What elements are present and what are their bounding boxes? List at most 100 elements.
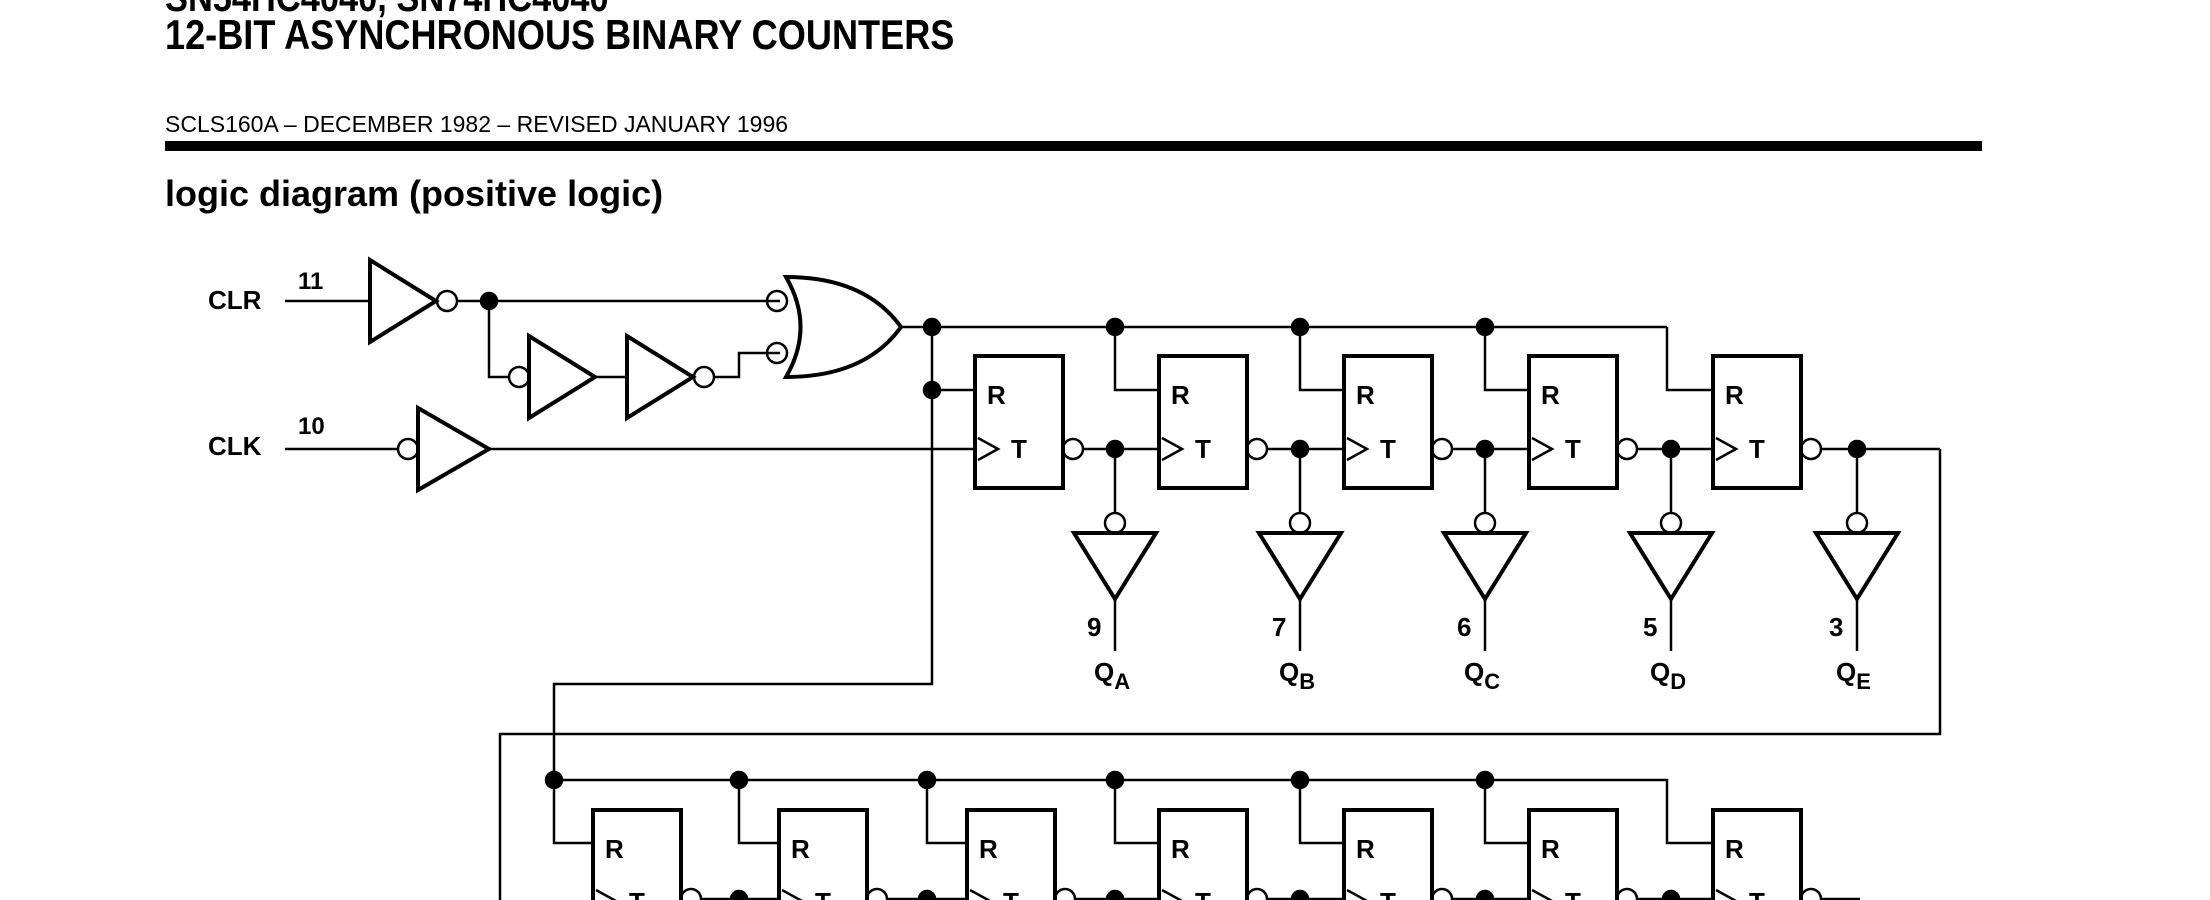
output-label: QA <box>1094 657 1130 694</box>
carry-wire <box>498 449 1942 900</box>
flipflop-body <box>973 354 1065 490</box>
clear-bus <box>552 317 1713 780</box>
bubble <box>1615 437 1639 461</box>
bubble <box>765 341 789 365</box>
toggle-label: T <box>815 887 831 900</box>
stage-chain-lower <box>679 887 1860 900</box>
flipflop-body <box>591 808 683 900</box>
bubble <box>1288 511 1312 535</box>
clr-label: CLR <box>208 285 262 315</box>
pin-number: 9 <box>1087 612 1101 642</box>
toggle-label: T <box>1565 434 1581 464</box>
clr-buffer <box>368 256 440 346</box>
flipflop-body <box>965 808 1057 900</box>
flipflop-4: R T <box>1527 354 1619 490</box>
flipflop-12: R T <box>1711 808 1803 900</box>
clr-input: CLR 11 <box>208 256 904 422</box>
clr-inverter-1 <box>527 332 599 422</box>
device-family: SN54HC4040, SN74HC4040 <box>165 0 609 18</box>
flipflop-1: R T <box>973 354 1065 490</box>
flipflop-body <box>1157 354 1249 490</box>
bubble <box>765 289 789 313</box>
or-gate <box>782 274 904 380</box>
clk-buffer <box>416 404 493 494</box>
output-buffer <box>1626 531 1716 603</box>
bubble <box>1245 437 1269 461</box>
section-heading: logic diagram (positive logic) <box>165 173 664 214</box>
document-title: 12-BIT ASYNCHRONOUS BINARY COUNTERS <box>165 11 955 58</box>
junction-dot <box>1661 889 1681 900</box>
pin-number: 7 <box>1272 612 1286 642</box>
clock-edge-icon <box>977 436 1001 462</box>
document-number: SCLS160A – DECEMBER 1982 – REVISED JANUA… <box>165 111 789 137</box>
bubble <box>1245 887 1269 900</box>
output-label: QB <box>1279 657 1315 694</box>
flipflop-body <box>1527 354 1619 490</box>
bubble <box>1799 887 1823 900</box>
clr-inverter-2 <box>625 332 697 422</box>
flipflop-body <box>777 808 869 900</box>
reset-label: R <box>1171 380 1190 410</box>
toggle-label: T <box>1749 434 1765 464</box>
clock-edge-icon <box>1346 436 1370 462</box>
bubble <box>1799 437 1823 461</box>
toggle-label: T <box>1195 887 1211 900</box>
flipflop-10: R T <box>1342 808 1434 900</box>
clr-bubble <box>435 289 459 313</box>
bubble <box>1430 887 1454 900</box>
toggle-label: T <box>1380 887 1396 900</box>
output-qa: 9 QA <box>1070 449 1160 694</box>
flipflop-body <box>1342 808 1434 900</box>
flipflop-9: R T <box>1157 808 1249 900</box>
reset-label: R <box>979 834 998 864</box>
flipflop-body <box>1711 808 1803 900</box>
flipflop-3: R T <box>1342 354 1434 490</box>
junction-dot <box>729 889 749 900</box>
output-label: QE <box>1836 657 1871 694</box>
toggle-label: T <box>1380 434 1396 464</box>
bubble <box>679 887 703 900</box>
output-qe: 3 QE <box>1812 449 1902 694</box>
bubble <box>507 365 531 389</box>
flipflop-11: R T <box>1527 808 1619 900</box>
bubble <box>1845 511 1869 535</box>
junction-dot <box>922 317 942 337</box>
toggle-label: T <box>1011 434 1027 464</box>
pin-number: 3 <box>1829 612 1843 642</box>
output-qb: 7 QB <box>1255 449 1345 694</box>
reset-label: R <box>1356 834 1375 864</box>
clk-bubble <box>396 437 420 461</box>
toggle-label: T <box>1003 887 1019 900</box>
clk-input: CLK 10 <box>208 404 975 494</box>
reset-label: R <box>1725 380 1744 410</box>
clock-edge-icon <box>1161 888 1183 900</box>
toggle-label: T <box>629 887 645 900</box>
reset-label: R <box>987 380 1006 410</box>
flipflop-6: R T <box>591 808 683 900</box>
output-buffer <box>1440 531 1530 603</box>
clock-edge-icon <box>1531 436 1555 462</box>
bubble <box>1659 511 1683 535</box>
output-qd: 5 QD <box>1626 449 1716 694</box>
pin-number: 6 <box>1457 612 1471 642</box>
reset-label: R <box>1725 834 1744 864</box>
junction-dot <box>1105 889 1125 900</box>
reset-label: R <box>605 834 624 864</box>
flipflop-8: R T <box>965 808 1057 900</box>
clk-pin-number: 10 <box>298 413 325 440</box>
pin-number: 5 <box>1643 612 1657 642</box>
stage-chain <box>498 437 1942 900</box>
clear-bus-lower <box>544 770 1713 845</box>
bubble <box>1430 437 1454 461</box>
reset-label: R <box>1356 380 1375 410</box>
bubble <box>1615 887 1639 900</box>
flipflop-body <box>1527 808 1619 900</box>
output-buffer <box>1812 531 1902 603</box>
clock-edge-icon <box>1715 888 1737 900</box>
flipflop-2: R T <box>1157 354 1249 490</box>
clock-edge-icon <box>1346 888 1368 900</box>
header-rule <box>165 141 1982 151</box>
bubble <box>1103 511 1127 535</box>
